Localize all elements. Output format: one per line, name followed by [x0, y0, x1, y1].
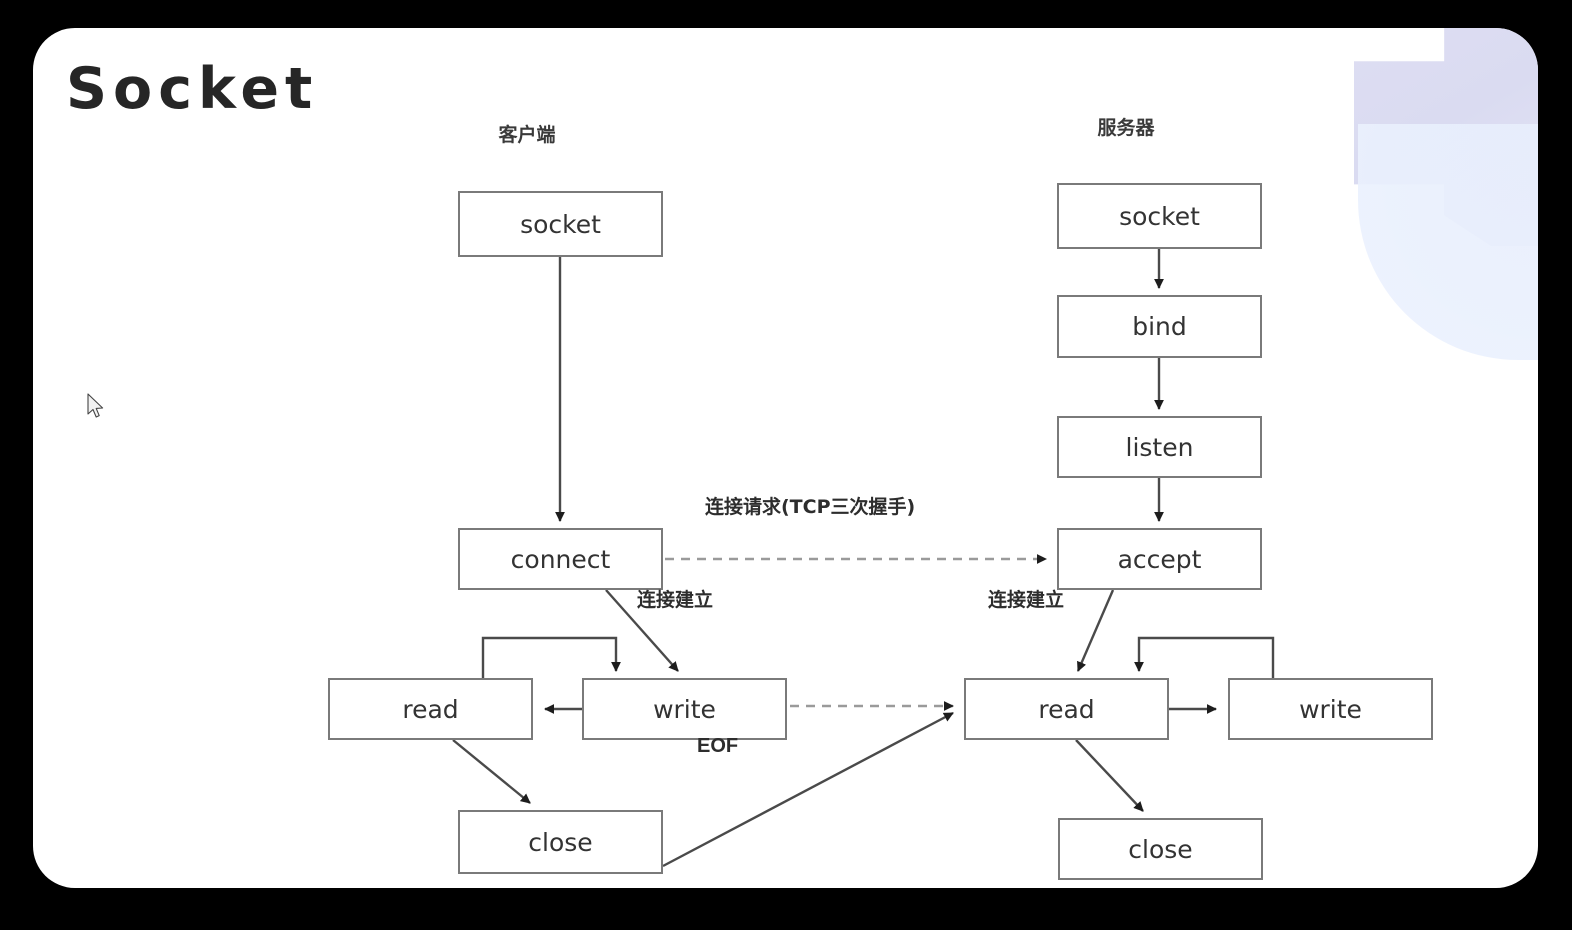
edge-label-client-connection-established: 连接建立 [637, 589, 714, 611]
node-server-listen[interactable]: listen [1057, 416, 1262, 478]
column-label-client: 客户端 [498, 124, 556, 146]
edge-client-read-to-close [452, 739, 531, 804]
edge-label-eof: EOF [697, 735, 739, 757]
node-server-accept[interactable]: accept [1057, 528, 1262, 590]
edge-server-write-loop-to-read [1134, 636, 1275, 678]
node-server-socket[interactable]: socket [1057, 183, 1262, 249]
edge-label-server-connection-established: 连接建立 [988, 589, 1065, 611]
diagram-connectors [452, 249, 1275, 868]
edge-client-read-loop-to-write [481, 636, 621, 678]
node-server-close[interactable]: close [1058, 818, 1263, 880]
node-client-read[interactable]: read [328, 678, 533, 740]
presentation-slide: Socket [33, 28, 1538, 888]
node-server-read[interactable]: read [964, 678, 1169, 740]
node-client-connect[interactable]: connect [458, 528, 663, 590]
edge-accept-to-server-read [1076, 589, 1115, 672]
edge-label-handshake: 连接请求(TCP三次握手) [705, 496, 916, 518]
node-server-write[interactable]: write [1228, 678, 1433, 740]
node-client-socket[interactable]: socket [458, 191, 663, 257]
column-label-server: 服务器 [1097, 117, 1155, 139]
node-client-close[interactable]: close [458, 810, 663, 874]
mouse-cursor-icon [87, 393, 104, 418]
node-server-bind[interactable]: bind [1057, 295, 1262, 358]
page-title: Socket [66, 56, 319, 122]
socket-flow-diagram: 客户端 服务器 socket connect read write close … [33, 28, 1538, 888]
edge-server-read-to-close [1075, 739, 1144, 812]
node-client-write[interactable]: write [582, 678, 787, 740]
